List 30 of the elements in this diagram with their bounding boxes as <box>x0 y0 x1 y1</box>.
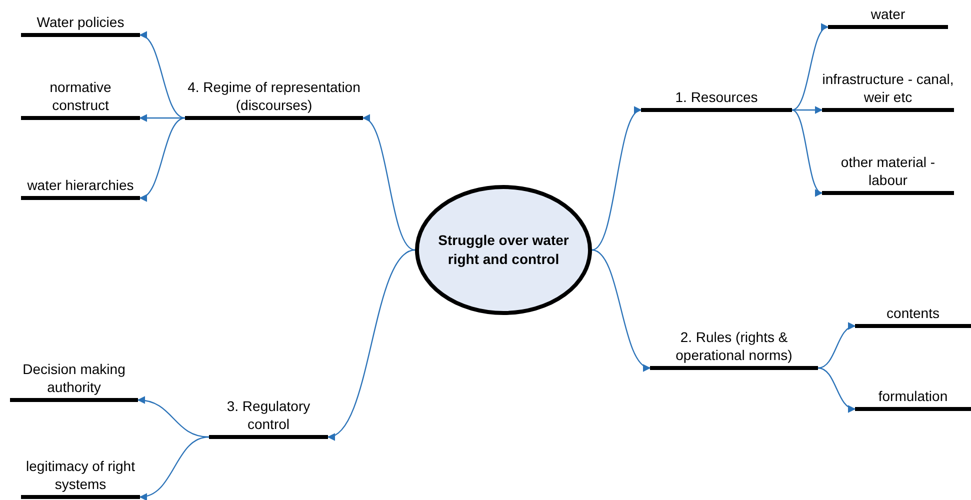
branch-label: Water policies <box>36 13 124 32</box>
topic-text: Struggle over water right and control <box>437 231 570 269</box>
arrow <box>592 249 651 370</box>
arrow <box>818 367 856 412</box>
branch-label: 2. Rules (rights & operational norms) <box>674 328 794 365</box>
branch-label: Decision making authority <box>22 360 126 397</box>
arrow <box>327 249 416 438</box>
branch-label: normative construct <box>48 78 112 115</box>
branch-label: 1. Resources <box>675 88 758 107</box>
branch-label: 3. Regulatory control <box>226 397 312 434</box>
branch-label: formulation <box>878 387 948 406</box>
arrow <box>139 117 186 200</box>
branch-label: legitimacy of right systems <box>25 457 136 494</box>
branch-label: infrastructure - canal, weir etc <box>822 70 954 107</box>
arrow <box>792 106 823 114</box>
branch-label: other material - labour <box>840 153 936 190</box>
arrow <box>818 323 856 369</box>
arrow <box>139 114 185 122</box>
arrow <box>792 26 829 111</box>
arrow <box>592 109 642 251</box>
arrow <box>139 436 210 500</box>
arrow <box>362 117 416 251</box>
arrow <box>139 33 186 119</box>
branch-label: 4. Regime of representation (discourses) <box>186 78 362 115</box>
arrow <box>792 109 823 194</box>
branch-label: water hierarchies <box>27 176 134 195</box>
branch-label: water <box>870 5 906 24</box>
topic-ellipse <box>415 185 592 315</box>
arrow <box>137 396 210 438</box>
branch-label: contents <box>886 304 940 323</box>
